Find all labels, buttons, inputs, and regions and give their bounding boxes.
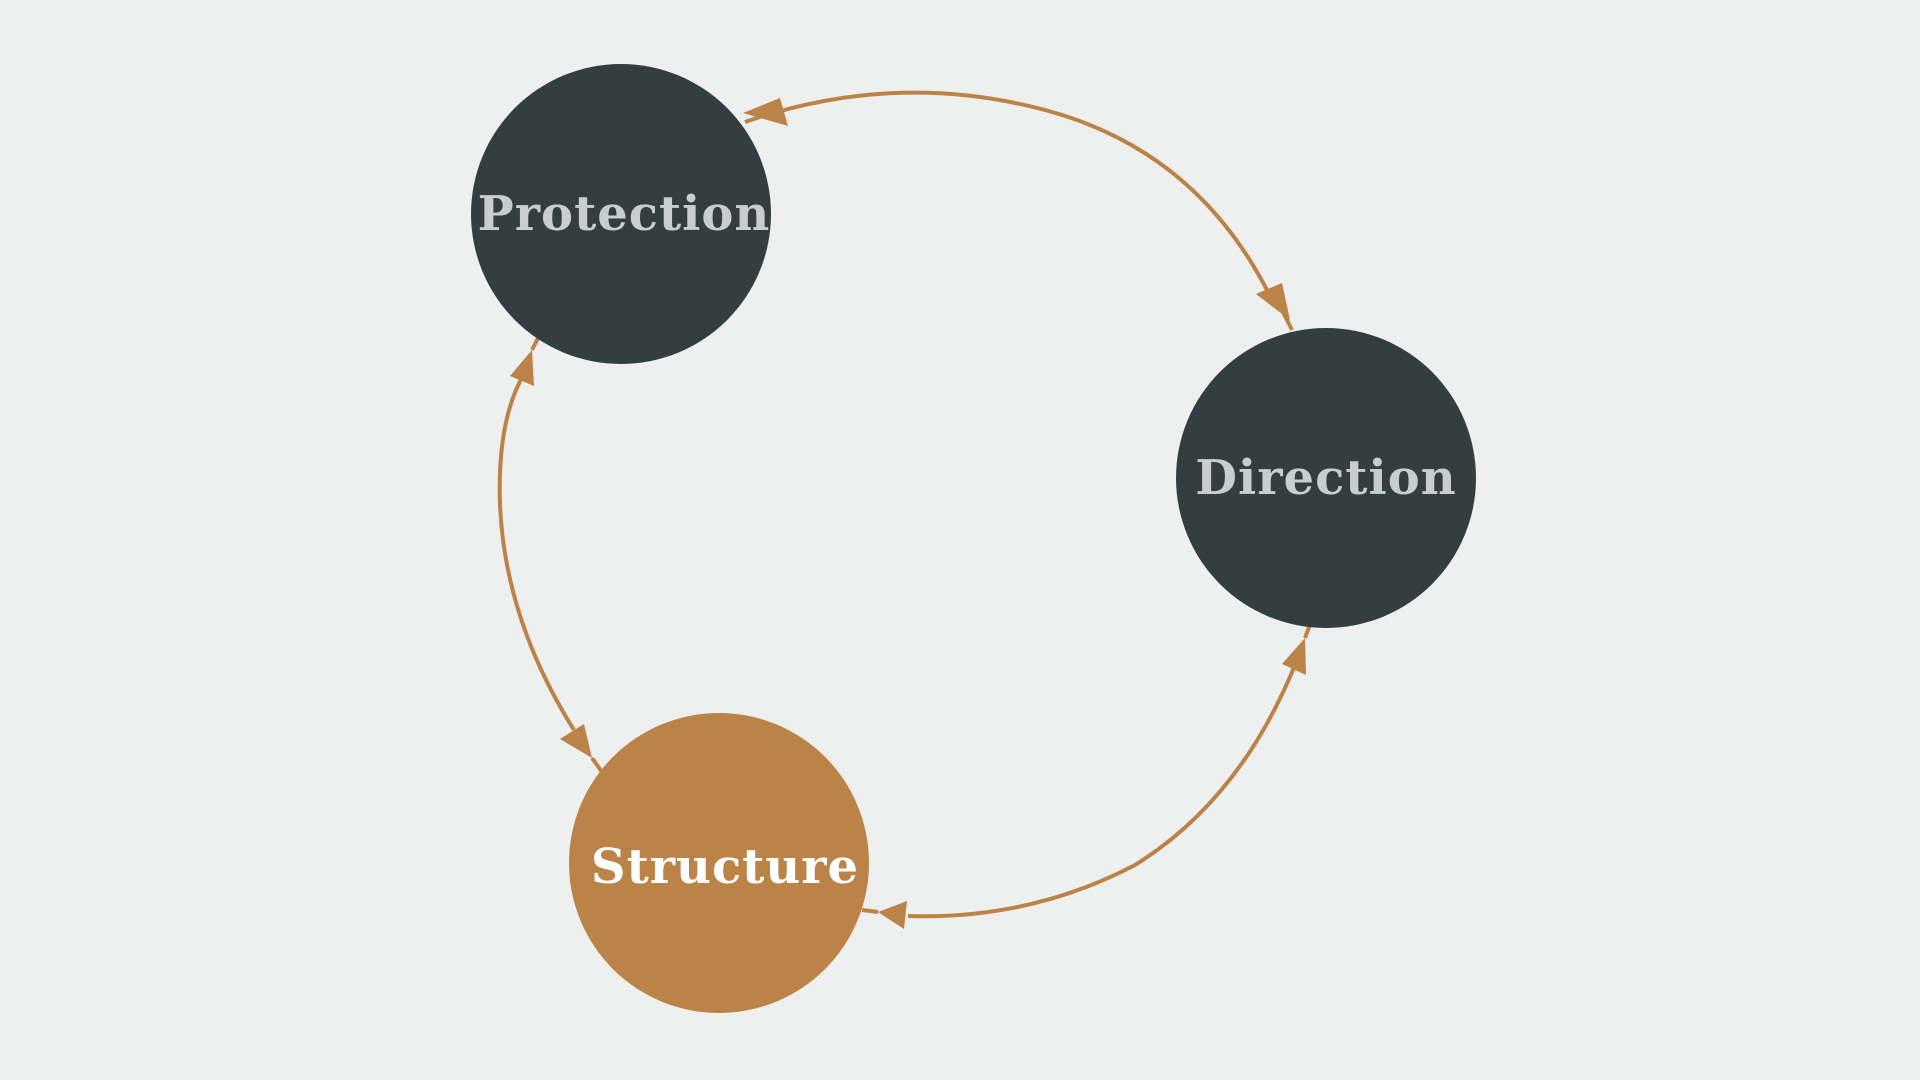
node-label: Direction (1195, 450, 1456, 506)
edge-structure-protection (497, 333, 604, 774)
node-label: Structure (591, 839, 859, 895)
connector-stub (861, 908, 879, 914)
connector-line (907, 664, 1297, 919)
arrowhead-at-protection (743, 98, 788, 126)
connector-line (497, 372, 576, 732)
node-label: Protection (478, 186, 771, 242)
connector-line (744, 90, 1270, 293)
node-protection: Protection (471, 64, 771, 364)
arrowhead-at-structure (560, 724, 592, 758)
node-circle (471, 64, 771, 364)
edge-direction-structure (861, 621, 1313, 929)
node-circle (1176, 328, 1476, 628)
arrowhead-at-structure (878, 901, 907, 929)
arrowhead-at-direction (1282, 638, 1306, 675)
node-circle (569, 713, 869, 1013)
edge-protection-direction (743, 90, 1294, 331)
connector-stub (1280, 309, 1294, 331)
connector-stub (590, 756, 604, 774)
arrowhead-at-protection (510, 350, 534, 386)
node-structure: Structure (569, 713, 869, 1013)
node-direction: Direction (1176, 328, 1476, 628)
